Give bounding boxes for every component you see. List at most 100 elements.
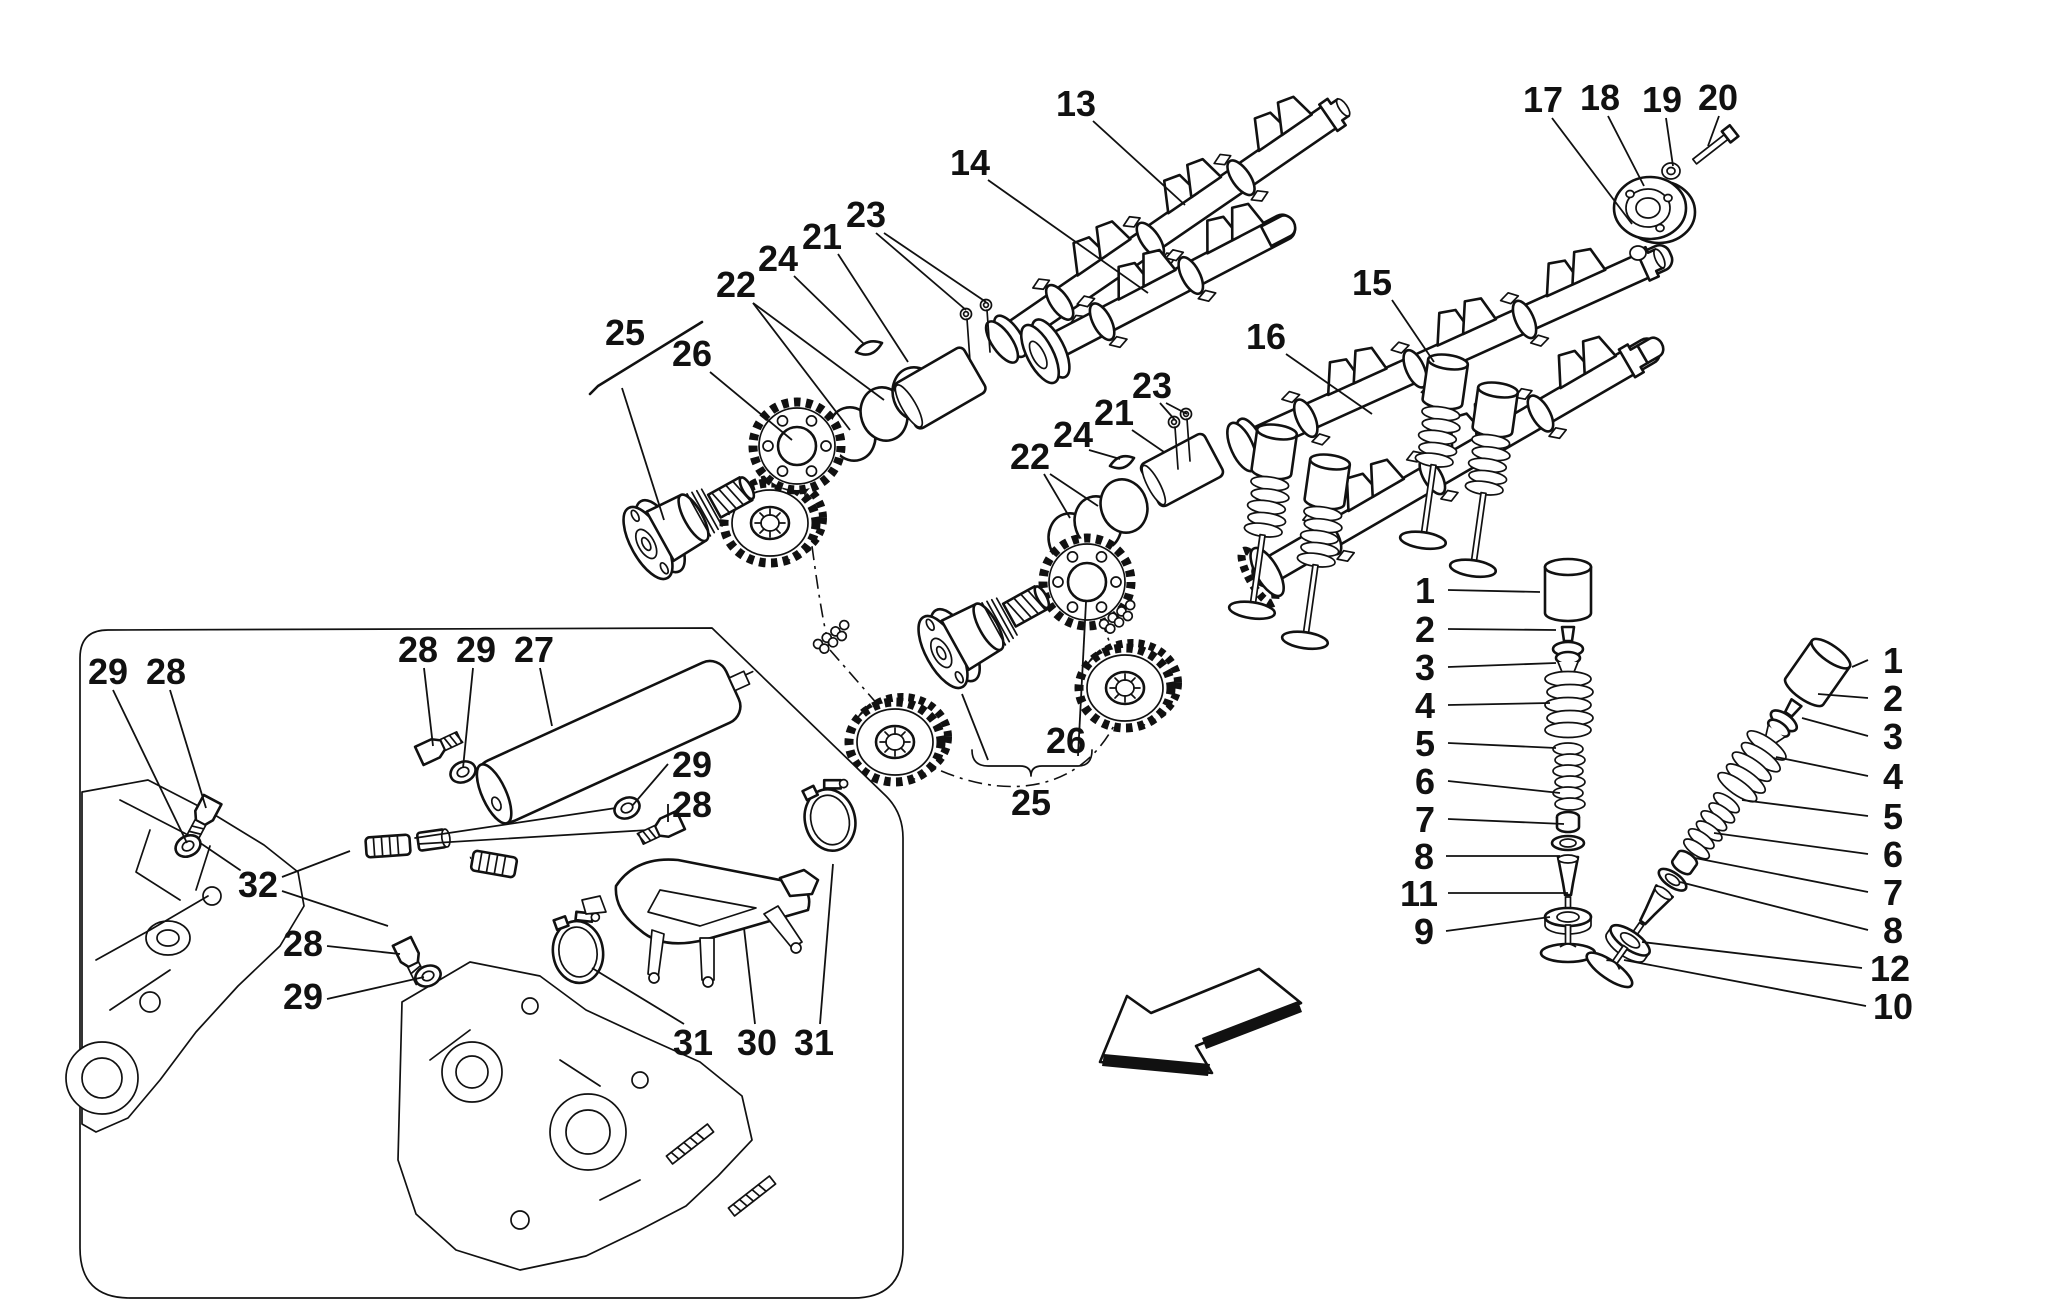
callout-inset-29: 29 xyxy=(283,976,323,1017)
callout-valves-left-6: 6 xyxy=(1415,761,1435,802)
leader-line-valves-right-7 xyxy=(1694,857,1869,893)
accumulator-cylinder-27 xyxy=(475,659,754,825)
callout-main-15: 15 xyxy=(1352,262,1392,303)
callout-main-13: 13 xyxy=(1056,83,1096,124)
cover-30 xyxy=(581,858,820,988)
leader-line-cluster2-22 xyxy=(1049,473,1099,507)
leader-line-inset-31 xyxy=(819,863,834,1025)
leader-line-inset-28 xyxy=(169,689,207,809)
leader-line-valves-left-3 xyxy=(1447,662,1557,668)
callout-cluster2-22: 22 xyxy=(1010,436,1050,477)
leader-line-valves-left-9 xyxy=(1445,916,1551,932)
leader-line-valves-right-2 xyxy=(1817,693,1869,699)
leader-line-main-18 xyxy=(1607,115,1645,187)
o-ring xyxy=(1629,245,1647,261)
callout-cluster2-26: 26 xyxy=(1046,720,1086,761)
callout-valves-left-9: 9 xyxy=(1414,911,1434,952)
leader-line-main-20 xyxy=(1707,115,1720,147)
leader-line-inset-29 xyxy=(326,976,425,1000)
leader-line-valves-right-12 xyxy=(1641,941,1863,969)
leader-line-inset-29 xyxy=(112,689,188,844)
callout-valves-right-1: 1 xyxy=(1883,640,1903,681)
callout-cluster1-26: 26 xyxy=(672,333,712,374)
callout-cluster2-23: 23 xyxy=(1132,365,1172,406)
engine-block-front xyxy=(65,779,305,1133)
callout-inset-31: 31 xyxy=(794,1022,834,1063)
leader-line-cluster2-23 xyxy=(1165,402,1188,415)
group-bracket-25-bank1 xyxy=(588,320,704,396)
leader-line-cluster1-24 xyxy=(793,275,865,345)
callout-cluster1-21: 21 xyxy=(802,216,842,257)
cam-end-parts-bank2 xyxy=(808,407,1225,783)
callout-cluster1-22: 22 xyxy=(716,264,756,305)
camshaft-13 xyxy=(984,89,1351,364)
callout-inset-32: 32 xyxy=(238,864,278,905)
assembled-valve-unit xyxy=(1447,378,1524,581)
leader-line-cluster2-22 xyxy=(1043,473,1071,519)
leader-line-valves-right-3 xyxy=(1801,717,1869,737)
leader-line-main-13 xyxy=(1092,120,1186,206)
callout-inset-27: 27 xyxy=(514,629,554,670)
phase-variator-25 xyxy=(907,558,1067,697)
callout-cluster2-24: 24 xyxy=(1053,414,1093,455)
leader-line-main-14 xyxy=(987,179,1149,294)
cylinder-head-block xyxy=(397,961,777,1271)
callout-valves-right-5: 5 xyxy=(1883,796,1903,837)
callout-cluster2-25: 25 xyxy=(1011,782,1051,823)
callout-valves-right-12: 12 xyxy=(1870,948,1910,989)
leader-line-valves-right-4 xyxy=(1775,756,1869,777)
cam-end-parts-bank1 xyxy=(612,298,993,588)
callout-cluster2-21: 21 xyxy=(1094,392,1134,433)
leader-line-inset-27 xyxy=(539,667,553,727)
bolt-20 xyxy=(1691,123,1740,165)
callout-valves-left-8: 8 xyxy=(1414,836,1434,877)
stud-bolt xyxy=(665,1123,715,1165)
leader-line-valves-left-6 xyxy=(1447,780,1561,794)
callout-inset-29: 29 xyxy=(672,744,712,785)
leader-line-valves-right-8 xyxy=(1679,881,1869,931)
callout-main-18: 18 xyxy=(1580,77,1620,118)
leader-line-valves-right-6 xyxy=(1713,832,1869,855)
callout-inset-28: 28 xyxy=(398,629,438,670)
camshaft-14 xyxy=(1019,196,1297,385)
leader-line-cluster2-24 xyxy=(1088,449,1121,460)
leader-line-valves-left-5 xyxy=(1447,742,1557,749)
callout-inset-29: 29 xyxy=(456,629,496,670)
drive-gear xyxy=(1079,643,1178,728)
callout-main-19: 19 xyxy=(1642,79,1682,120)
leader-line-cluster2-23 xyxy=(1159,402,1176,421)
leader-line-inset-28 xyxy=(423,667,434,747)
callout-inset-30: 30 xyxy=(737,1022,777,1063)
leader-line-main-17 xyxy=(1551,117,1633,225)
leader-line-inset-29 xyxy=(631,763,669,807)
woodruff-key-24 xyxy=(854,340,884,356)
leader-line-inset-30 xyxy=(743,927,756,1025)
callout-cluster1-24: 24 xyxy=(758,238,798,279)
callout-inset-31: 31 xyxy=(673,1022,713,1063)
chain-sprocket-cluster xyxy=(849,697,948,782)
leader-line-valves-left-1 xyxy=(1447,589,1541,593)
callout-valves-right-7: 7 xyxy=(1883,872,1903,913)
leader-line-main-15 xyxy=(1391,299,1435,363)
callout-inset-28: 28 xyxy=(283,923,323,964)
leader-line-cluster1-22 xyxy=(752,302,885,401)
leader-line-cluster1-23 xyxy=(875,232,967,311)
leader-line-cluster2-26 xyxy=(1077,601,1087,757)
cam-phase-actuator-18 xyxy=(1612,123,1740,261)
callout-cluster1-23: 23 xyxy=(846,194,886,235)
valve-stack-left xyxy=(1539,557,1597,964)
leader-line-valves-left-4 xyxy=(1447,702,1551,706)
callout-main-16: 16 xyxy=(1246,316,1286,357)
leader-line-valves-right-5 xyxy=(1741,799,1869,817)
group-bracket-25-bank2 xyxy=(971,749,1093,777)
callout-valves-left-11: 11 xyxy=(1400,873,1438,914)
callout-valves-right-4: 4 xyxy=(1883,756,1903,797)
leader-line-cluster2-25 xyxy=(961,693,989,761)
valve-stack-right xyxy=(1580,630,1859,994)
direction-arrow xyxy=(1098,967,1303,1076)
leader-line-valves-left-7 xyxy=(1447,818,1565,825)
callout-valves-left-4: 4 xyxy=(1415,685,1435,726)
leader-line-cluster1-25 xyxy=(621,387,665,521)
